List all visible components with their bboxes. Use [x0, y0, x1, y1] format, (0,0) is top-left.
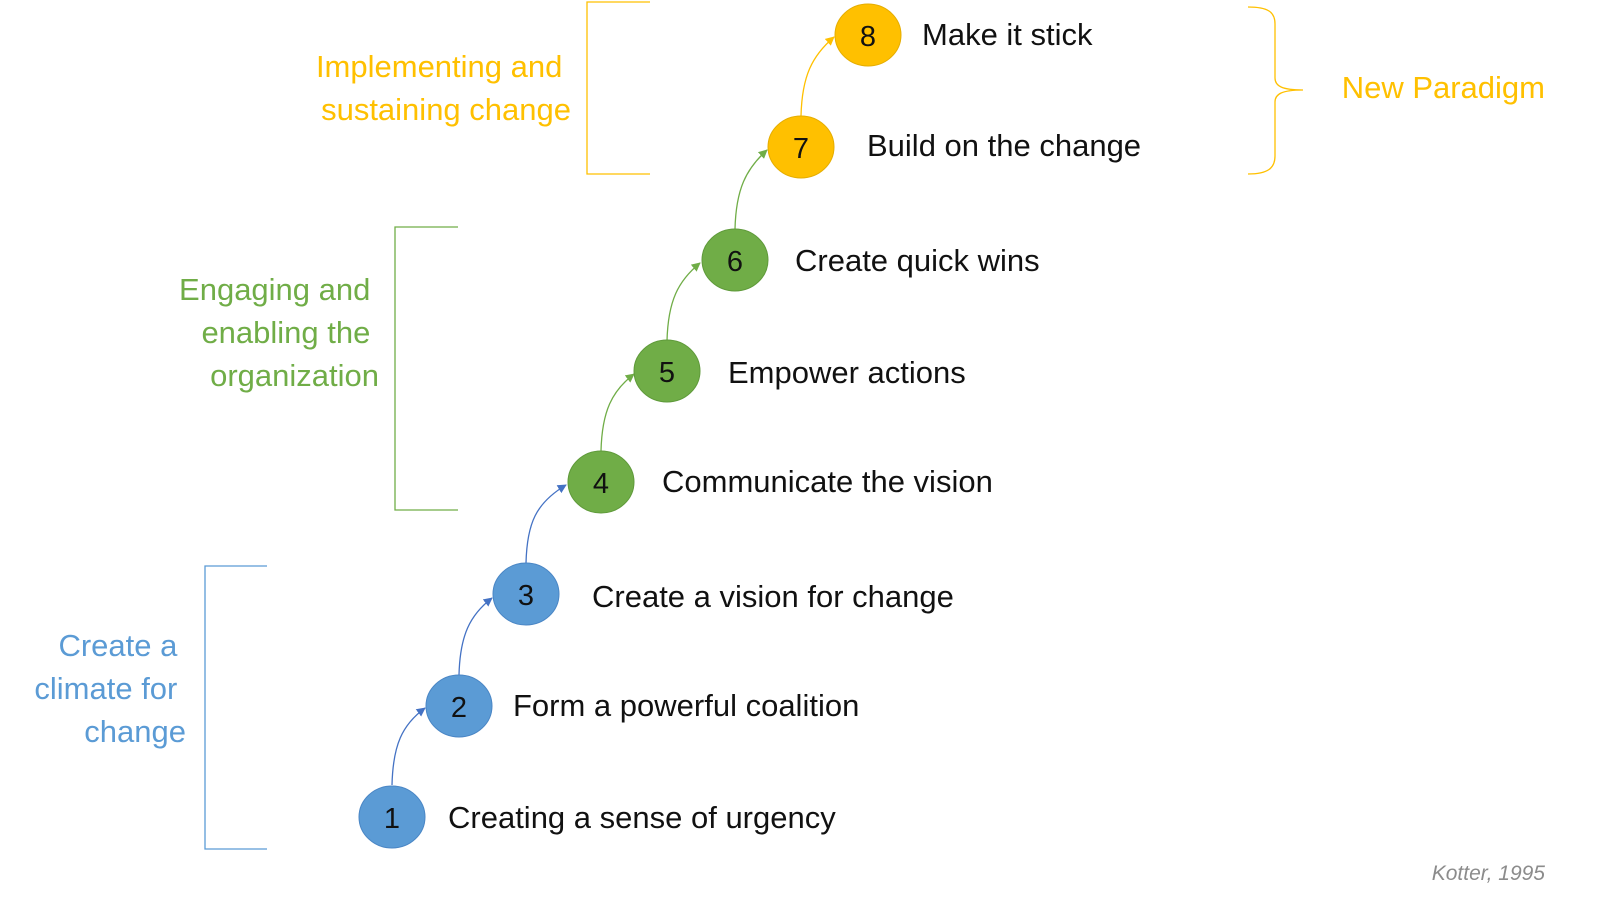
step-number: 2 [451, 692, 467, 724]
group-labels: Create a climate for change Engaging and… [34, 49, 1545, 749]
step-circle [834, 3, 902, 67]
connector-arrow-6-7 [734, 149, 768, 230]
step-number: 6 [727, 246, 743, 278]
implement-bracket [586, 1, 650, 175]
step-circle [492, 562, 560, 626]
step-number: 8 [860, 21, 876, 53]
climate-group-label: Create a climate for change [34, 628, 186, 749]
connector-arrow-1-2 [391, 707, 426, 786]
step-label: Form a powerful coalition [513, 688, 859, 723]
step-circle [633, 339, 701, 403]
source-credit: Kotter, 1995 [1432, 862, 1546, 885]
paradigm-group-label: New Paradigm [1342, 70, 1545, 105]
step-label: Create quick wins [795, 243, 1040, 278]
step-number: 3 [518, 580, 534, 612]
connector-arrow-3-4 [525, 484, 567, 564]
step-4: 4 Communicate the vision [567, 450, 993, 514]
step-circle [358, 785, 426, 849]
implement-group-label: Implementing and sustaining change [316, 49, 571, 127]
step-8: 8 Make it stick [834, 3, 1093, 67]
step-2: 2 Form a powerful coalition [425, 674, 859, 738]
engage-group-label: Engaging and enabling the organization [179, 272, 379, 393]
step-label: Make it stick [922, 17, 1093, 52]
engage-bracket [394, 226, 458, 511]
group-brackets [204, 1, 1304, 850]
step-circle [767, 115, 835, 179]
connector-arrow-4-5 [600, 373, 635, 452]
step-circle [701, 228, 769, 292]
step-number: 5 [659, 357, 675, 389]
steps: 1 Creating a sense of urgency 2 Form a p… [358, 3, 1141, 849]
step-label: Create a vision for change [592, 579, 954, 614]
step-5: 5 Empower actions [633, 339, 966, 403]
step-3: 3 Create a vision for change [492, 562, 954, 626]
step-7: 7 Build on the change [767, 115, 1141, 179]
step-connectors [391, 36, 835, 786]
step-number: 7 [793, 133, 809, 165]
step-number: 4 [593, 468, 609, 500]
step-circle [567, 450, 635, 514]
step-circle [425, 674, 493, 738]
step-label: Creating a sense of urgency [448, 800, 836, 835]
connector-arrow-5-6 [666, 262, 701, 342]
connector-arrow-2-3 [458, 597, 493, 676]
step-6: 6 Create quick wins [701, 228, 1040, 292]
step-label: Empower actions [728, 355, 966, 390]
climate-bracket [204, 565, 267, 850]
connector-arrow-7-8 [800, 36, 835, 117]
step-label: Build on the change [867, 128, 1141, 163]
step-1: 1 Creating a sense of urgency [358, 785, 836, 849]
step-number: 1 [384, 803, 400, 835]
step-label: Communicate the vision [662, 464, 993, 499]
paradigm-brace [1247, 6, 1304, 175]
